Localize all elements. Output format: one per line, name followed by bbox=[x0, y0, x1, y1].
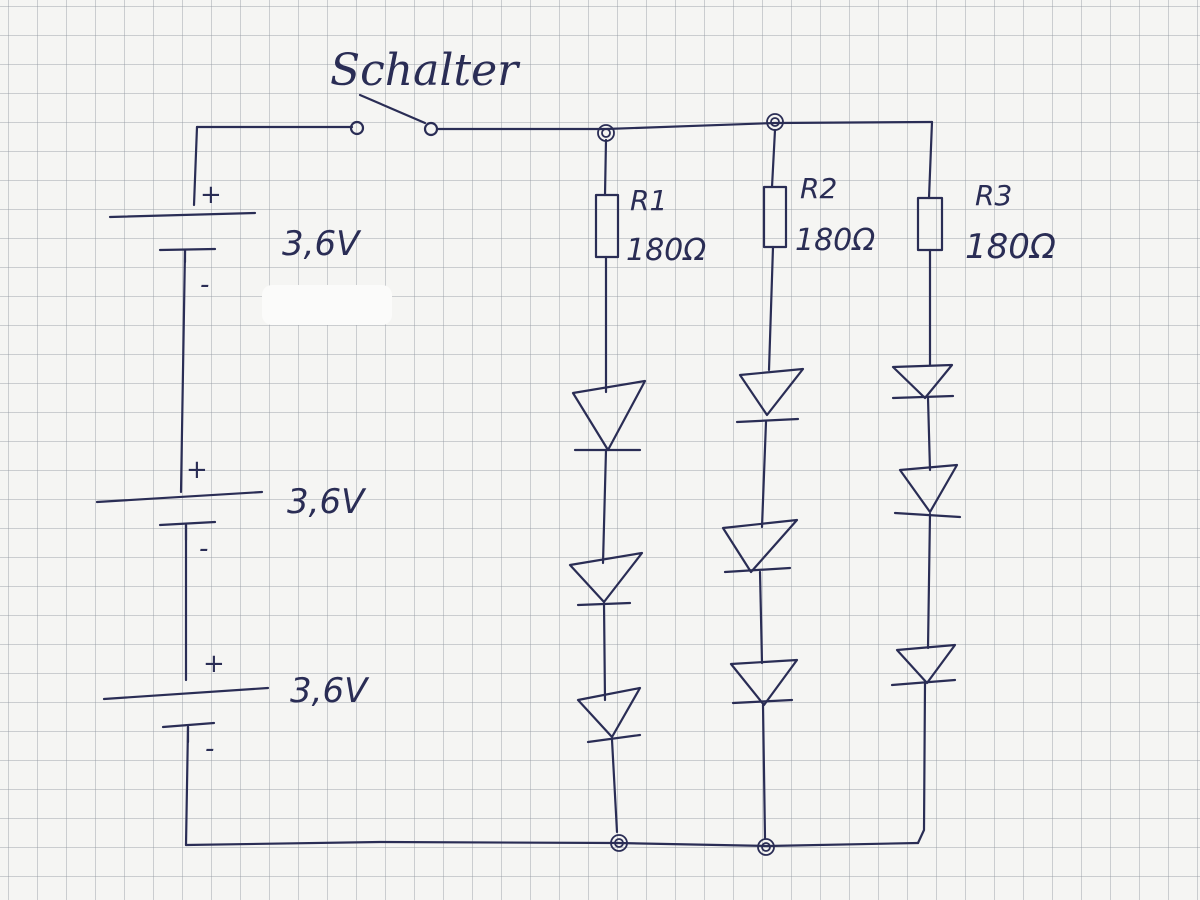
battery-1-voltage: 3,6V bbox=[282, 224, 362, 264]
branch-3-wire-b bbox=[926, 396, 932, 472]
battery-2-minus: - bbox=[199, 534, 208, 564]
resistor-r3-value: 180Ω bbox=[965, 227, 1056, 267]
led-1-2 bbox=[568, 551, 644, 607]
branch-3-wire-d bbox=[916, 681, 927, 845]
junction-bottom-1 bbox=[610, 834, 628, 852]
battery-3-plus: + bbox=[203, 649, 225, 679]
branch-1-wire-e bbox=[610, 738, 619, 834]
led-3-2 bbox=[893, 463, 962, 519]
branch-2-wire-c bbox=[760, 420, 768, 529]
switch bbox=[349, 93, 439, 137]
resistor-r2 bbox=[762, 185, 788, 249]
junction-top-1 bbox=[597, 124, 615, 142]
switch-label: Schalter bbox=[330, 45, 521, 96]
resistor-r1 bbox=[594, 193, 620, 259]
wire-left-middle bbox=[179, 248, 187, 494]
erased-area bbox=[262, 285, 392, 325]
resistor-r2-value: 180Ω bbox=[795, 223, 875, 258]
wire-left-top bbox=[192, 125, 199, 207]
resistor-r3 bbox=[916, 196, 944, 252]
branch-2-wire-d bbox=[758, 570, 764, 665]
wire-bottom bbox=[184, 840, 920, 848]
branch-2-wire-a bbox=[770, 128, 777, 189]
branch-3-wire-c bbox=[926, 512, 932, 650]
battery-2 bbox=[95, 490, 264, 542]
wire-top-right bbox=[436, 120, 934, 131]
led-2-3 bbox=[729, 658, 799, 707]
resistor-r2-name: R2 bbox=[800, 172, 837, 205]
branch-2-wire-e bbox=[761, 703, 767, 840]
led-1-1 bbox=[571, 379, 647, 452]
resistor-r1-value: 180Ω bbox=[626, 233, 706, 268]
led-1-3 bbox=[576, 686, 642, 744]
branch-1-wire-c bbox=[601, 448, 608, 565]
battery-1 bbox=[108, 211, 257, 264]
battery-1-minus: - bbox=[200, 270, 209, 300]
battery-3-minus: - bbox=[205, 734, 214, 764]
junction-bottom-2 bbox=[757, 838, 775, 856]
battery-1-plus: + bbox=[200, 180, 222, 210]
wire-left-bottom bbox=[184, 725, 190, 847]
branch-1-wire-d bbox=[602, 601, 607, 702]
resistor-r1-name: R1 bbox=[630, 184, 667, 217]
led-3-3 bbox=[890, 643, 957, 687]
wire-right-top bbox=[927, 120, 934, 200]
led-2-2 bbox=[721, 518, 799, 574]
branch-1-wire-a bbox=[603, 138, 608, 197]
battery-2-voltage: 3,6V bbox=[287, 482, 367, 522]
resistor-r3-name: R3 bbox=[975, 179, 1012, 212]
battery-2-plus: + bbox=[186, 455, 208, 485]
led-2-1 bbox=[735, 367, 805, 424]
branch-2-wire-b bbox=[767, 245, 775, 372]
led-3-1 bbox=[891, 363, 955, 400]
battery-3 bbox=[102, 686, 270, 744]
battery-3-voltage: 3,6V bbox=[290, 671, 370, 711]
